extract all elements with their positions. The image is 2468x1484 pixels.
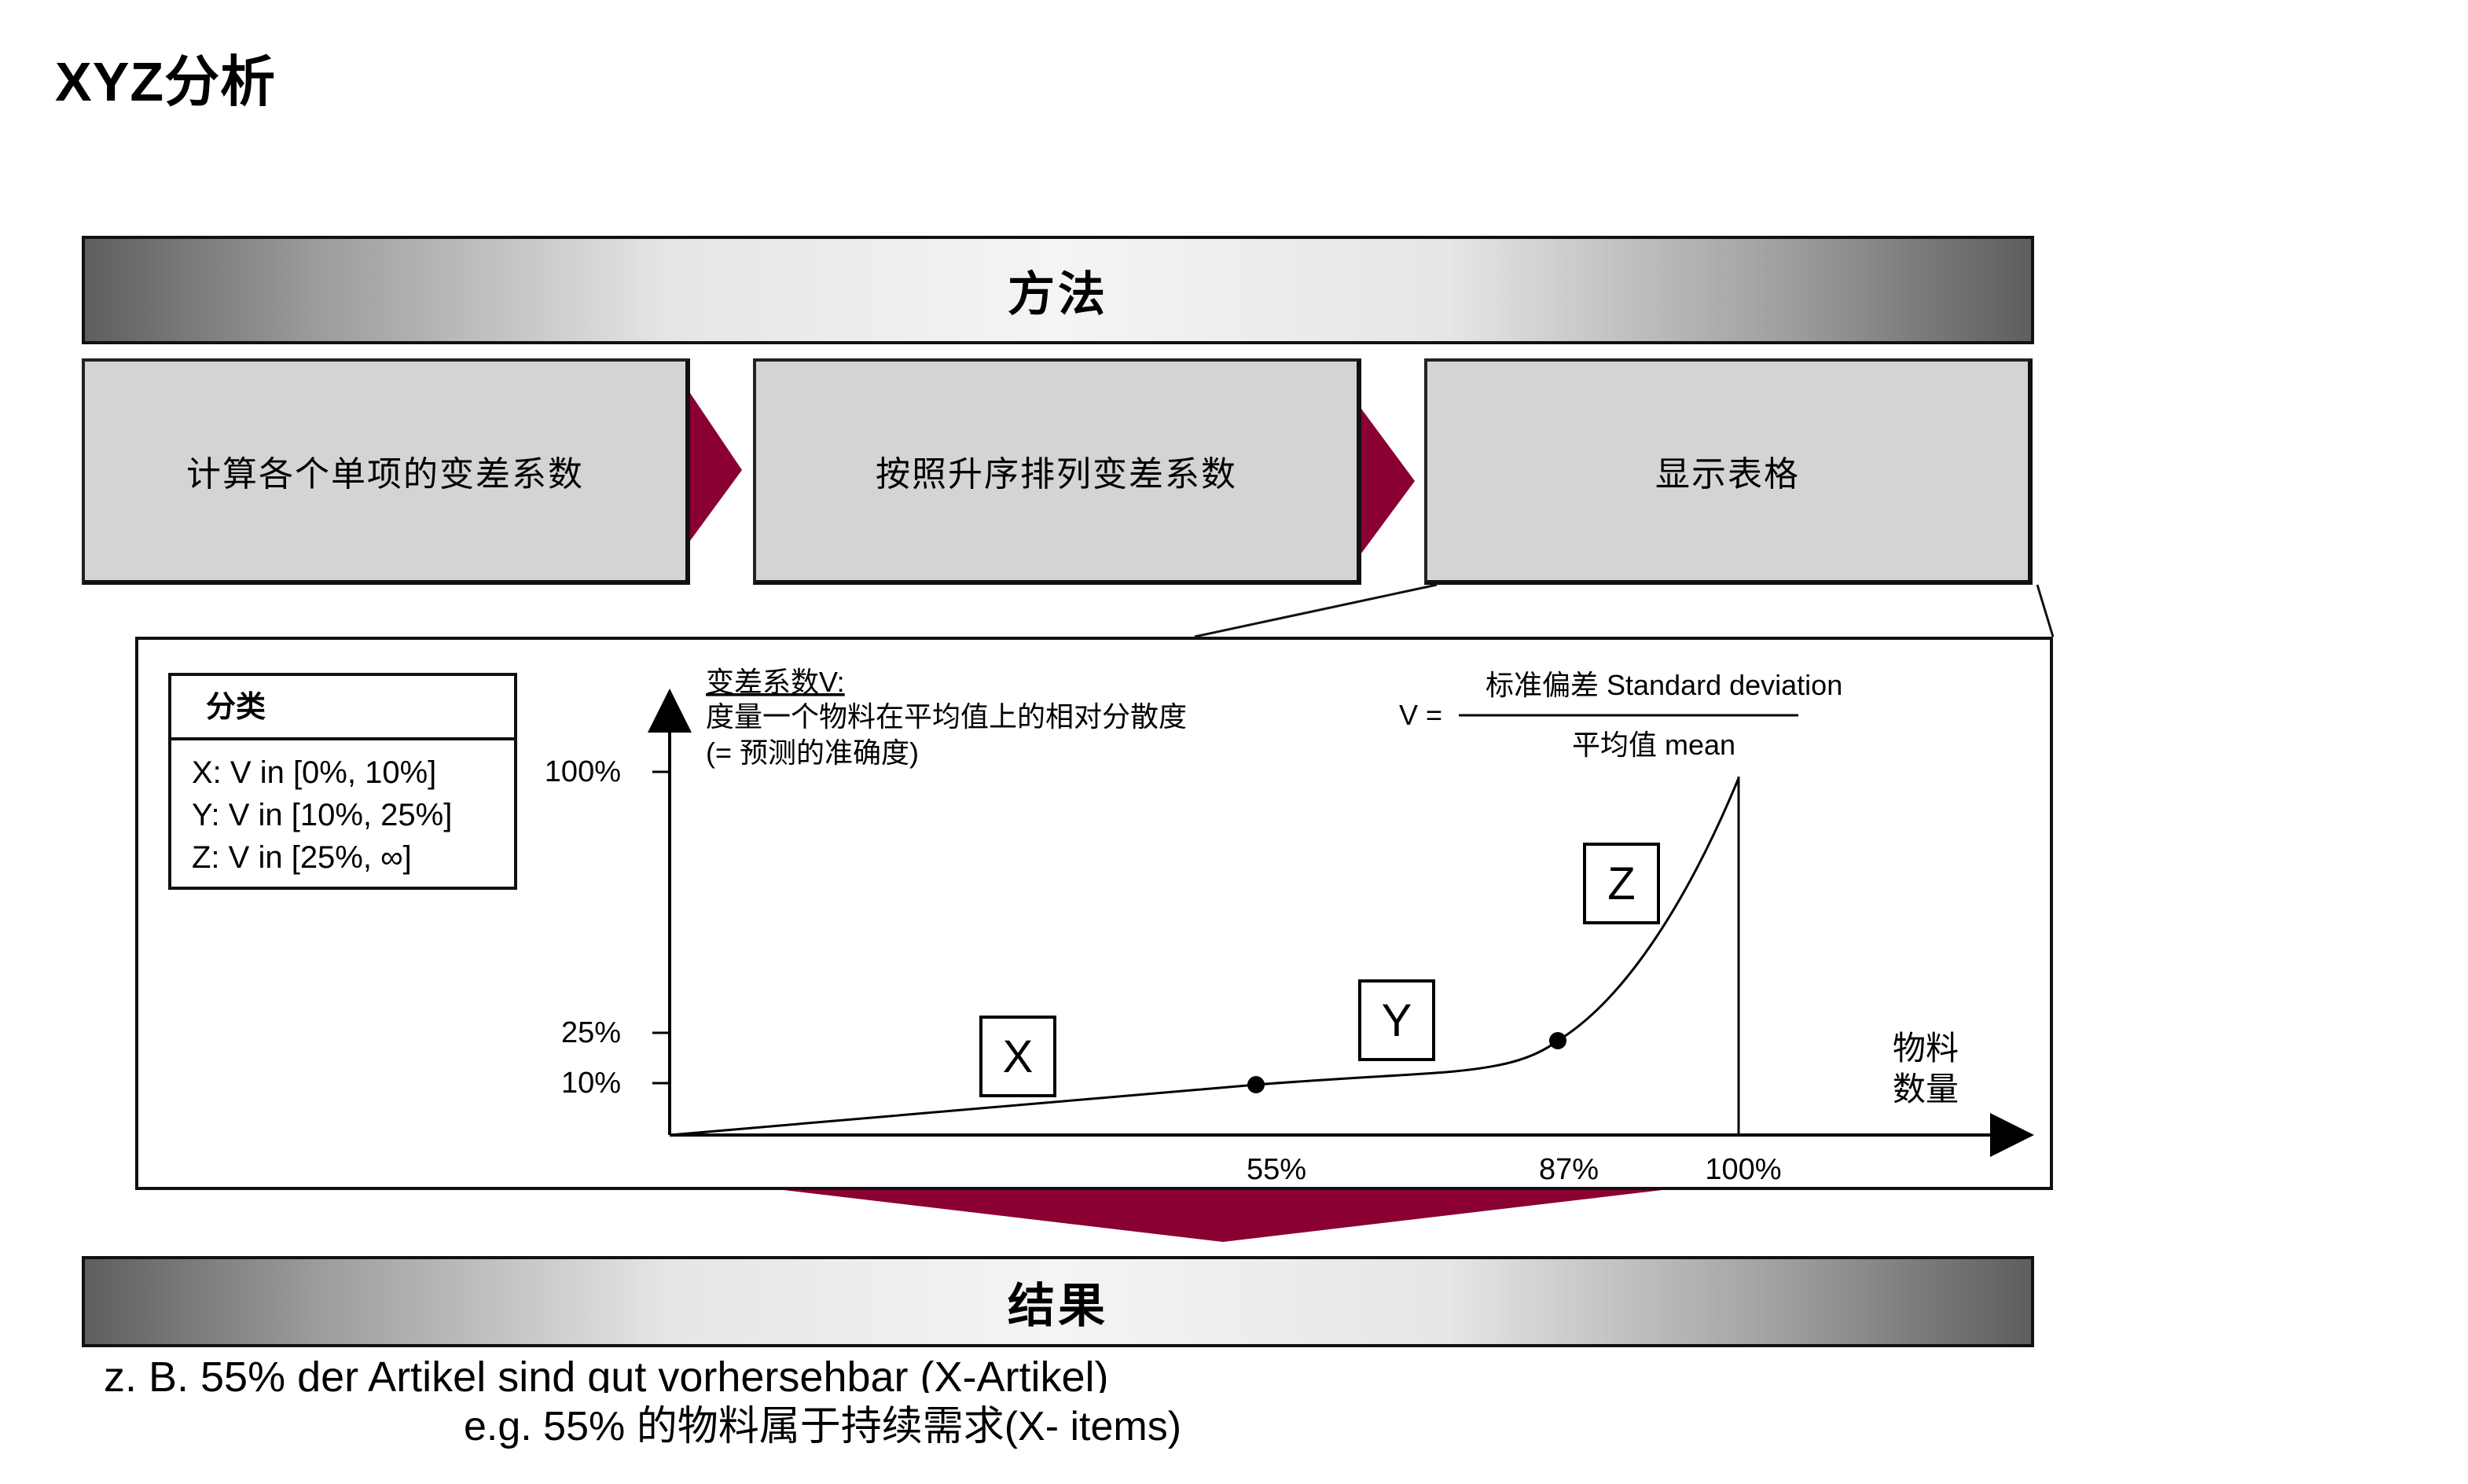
classification-box: 分类 X: V in [0%, 10%] Y: V in [10%, 25%] … <box>168 673 517 890</box>
y-ticks: 100% 25% 10% <box>545 755 670 1100</box>
x-tick-label: 55% <box>1247 1153 1306 1186</box>
method-band: 方法 <box>82 236 2034 344</box>
region-z-label: Z <box>1607 858 1635 909</box>
coefficient-line1: 度量一个物料在平均值上的相对分散度 <box>706 700 1187 733</box>
region-x-label: X <box>1003 1031 1034 1082</box>
step-label: 按照升序排列变差系数 <box>876 455 1237 494</box>
coefficient-line2: (= 预测的准确度) <box>706 736 919 769</box>
y-tick-label: 25% <box>561 1016 621 1049</box>
caption-german: z. B. 55% der Artikel sind gut vorherseh… <box>104 1354 1109 1393</box>
region-z-box: Z <box>1583 843 1660 924</box>
classification-rule-x: X: V in [0%, 10%] <box>192 755 436 790</box>
result-funnel <box>770 1188 1676 1242</box>
process-arrow-2 <box>1361 409 1415 553</box>
region-y-box: Y <box>1358 979 1435 1061</box>
coefficient-curve <box>669 777 1740 1137</box>
x-tick-label: 87% <box>1539 1153 1599 1186</box>
caption-english: e.g. 55% 的物料属于持续需求(X- items) <box>464 1404 1182 1449</box>
y-tick-label: 100% <box>545 755 621 788</box>
classification-heading: 分类 <box>206 691 266 724</box>
x-axis-label-line1: 物料 <box>1893 1030 1959 1067</box>
formula-numerator: 标准偏差 Standard deviation <box>1486 669 1842 701</box>
process-arrow-1 <box>690 393 742 541</box>
step-label: 显示表格 <box>1655 455 1800 494</box>
result-band: 结果 <box>82 1256 2034 1347</box>
formula-lhs: V = <box>1399 699 1442 731</box>
classification-rule-z: Z: V in [25%, ∞] <box>192 840 412 875</box>
region-x-box: X <box>979 1016 1056 1097</box>
page-title: XYZ分析 <box>55 51 277 112</box>
x-tick-label: 100% <box>1705 1153 1781 1186</box>
callout-line-left <box>1194 583 1438 638</box>
callout-line-right <box>2036 584 2055 637</box>
coefficient-title: 变差系数V: <box>706 666 845 698</box>
step-calculate-coefficient: 计算各个单项的变差系数 <box>82 358 690 585</box>
x-axis-label-line2: 数量 <box>1893 1071 1959 1107</box>
step-label: 计算各个单项的变差系数 <box>186 455 584 494</box>
classification-rule-y: Y: V in [10%, 25%] <box>192 798 452 832</box>
step-sort-ascending: 按照升序排列变差系数 <box>753 358 1361 585</box>
method-label: 方法 <box>1008 267 1108 321</box>
marker-point-87 <box>1549 1032 1566 1049</box>
formula-denominator: 平均值 mean <box>1572 729 1735 761</box>
step-show-table: 显示表格 <box>1424 358 2033 585</box>
result-label: 结果 <box>1008 1279 1108 1332</box>
y-tick-label: 10% <box>561 1067 621 1100</box>
marker-point-55 <box>1247 1076 1265 1093</box>
region-y-label: Y <box>1382 995 1412 1046</box>
